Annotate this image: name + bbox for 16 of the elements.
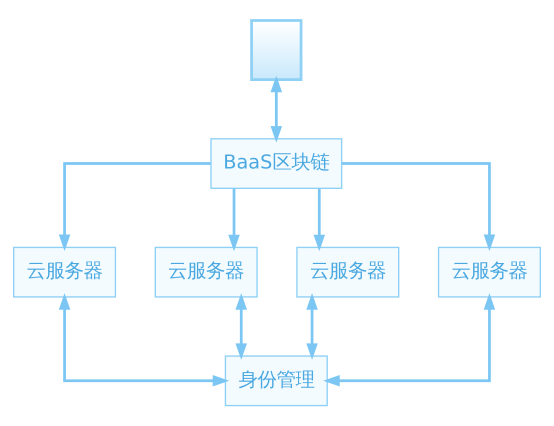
node-box: 云服务器 <box>154 246 258 298</box>
arrow <box>306 293 318 360</box>
node-box: 云服务器 <box>296 246 400 298</box>
arrow <box>323 293 496 387</box>
arrow <box>270 76 282 143</box>
node-person <box>250 19 302 81</box>
node-box: BaaS区块链 <box>210 138 342 189</box>
arrow <box>342 162 496 252</box>
node-box: 身份管理 <box>224 355 328 406</box>
arrow <box>314 188 326 252</box>
node-box: 云服务器 <box>13 246 116 298</box>
arrow <box>58 293 230 387</box>
arrow <box>58 162 210 252</box>
node-box: 云服务器 <box>438 246 541 298</box>
arrow <box>228 188 240 252</box>
arrow <box>235 293 248 360</box>
